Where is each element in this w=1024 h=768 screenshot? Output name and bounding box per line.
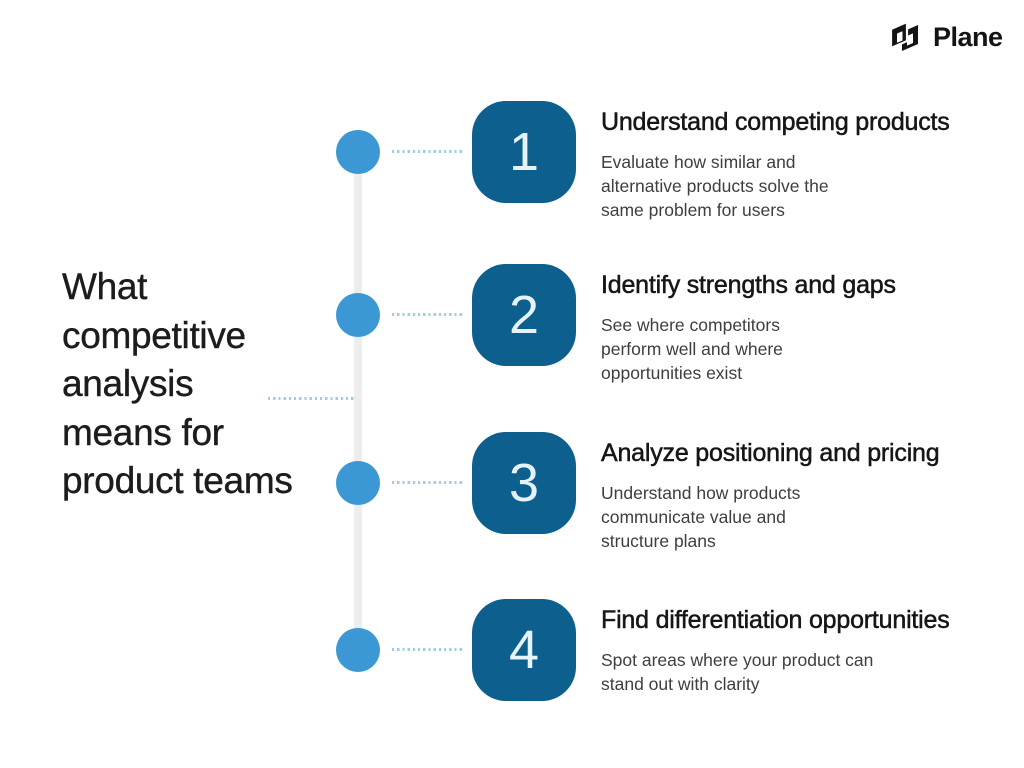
step-number-1: 1 [508,122,540,182]
step-heading-1: Understand competing products [601,108,950,137]
page-title: What competitive analysis means for prod… [62,266,293,501]
step-number-3: 3 [508,453,540,513]
plane-logo-icon [889,20,918,51]
node-connector-3 [392,481,462,484]
step-body-3: Understand how products communicate valu… [601,483,801,551]
step-text-3: Analyze positioning and pricing Understa… [601,439,1001,553]
step-body-1: Evaluate how similar and alternative pro… [601,152,829,220]
step-tile-3: 3 [472,432,576,534]
step-heading-2: Identify strengths and gaps [601,271,896,300]
title-connector-dotted-line [268,397,354,400]
step-body-4: Spot areas where your product can stand … [601,650,874,694]
plane-logo-text: Plane [933,21,1003,52]
step-text-4: Find differentiation opportunities Spot … [601,606,1001,696]
timeline-node-4 [336,628,380,672]
timeline-node-2 [336,293,380,337]
step-tile-2: 2 [472,264,576,366]
node-connector-4 [392,648,462,651]
step-tile-4: 4 [472,599,576,701]
step-text-1: Understand competing products Evaluate h… [601,108,1001,222]
plane-logo: Plane [888,20,1003,54]
step-heading-3: Analyze positioning and pricing [601,439,940,468]
step-tile-1: 1 [472,101,576,203]
node-connector-2 [392,313,462,316]
step-heading-4: Find differentiation opportunities [601,606,950,635]
timeline-node-3 [336,461,380,505]
step-number-2: 2 [508,285,540,345]
timeline-line [354,151,362,654]
timeline-node-1 [336,130,380,174]
node-connector-1 [392,150,462,153]
step-body-2: See where competitors perform well and w… [601,315,783,383]
step-number-4: 4 [508,620,540,680]
step-text-2: Identify strengths and gaps See where co… [601,271,1001,385]
